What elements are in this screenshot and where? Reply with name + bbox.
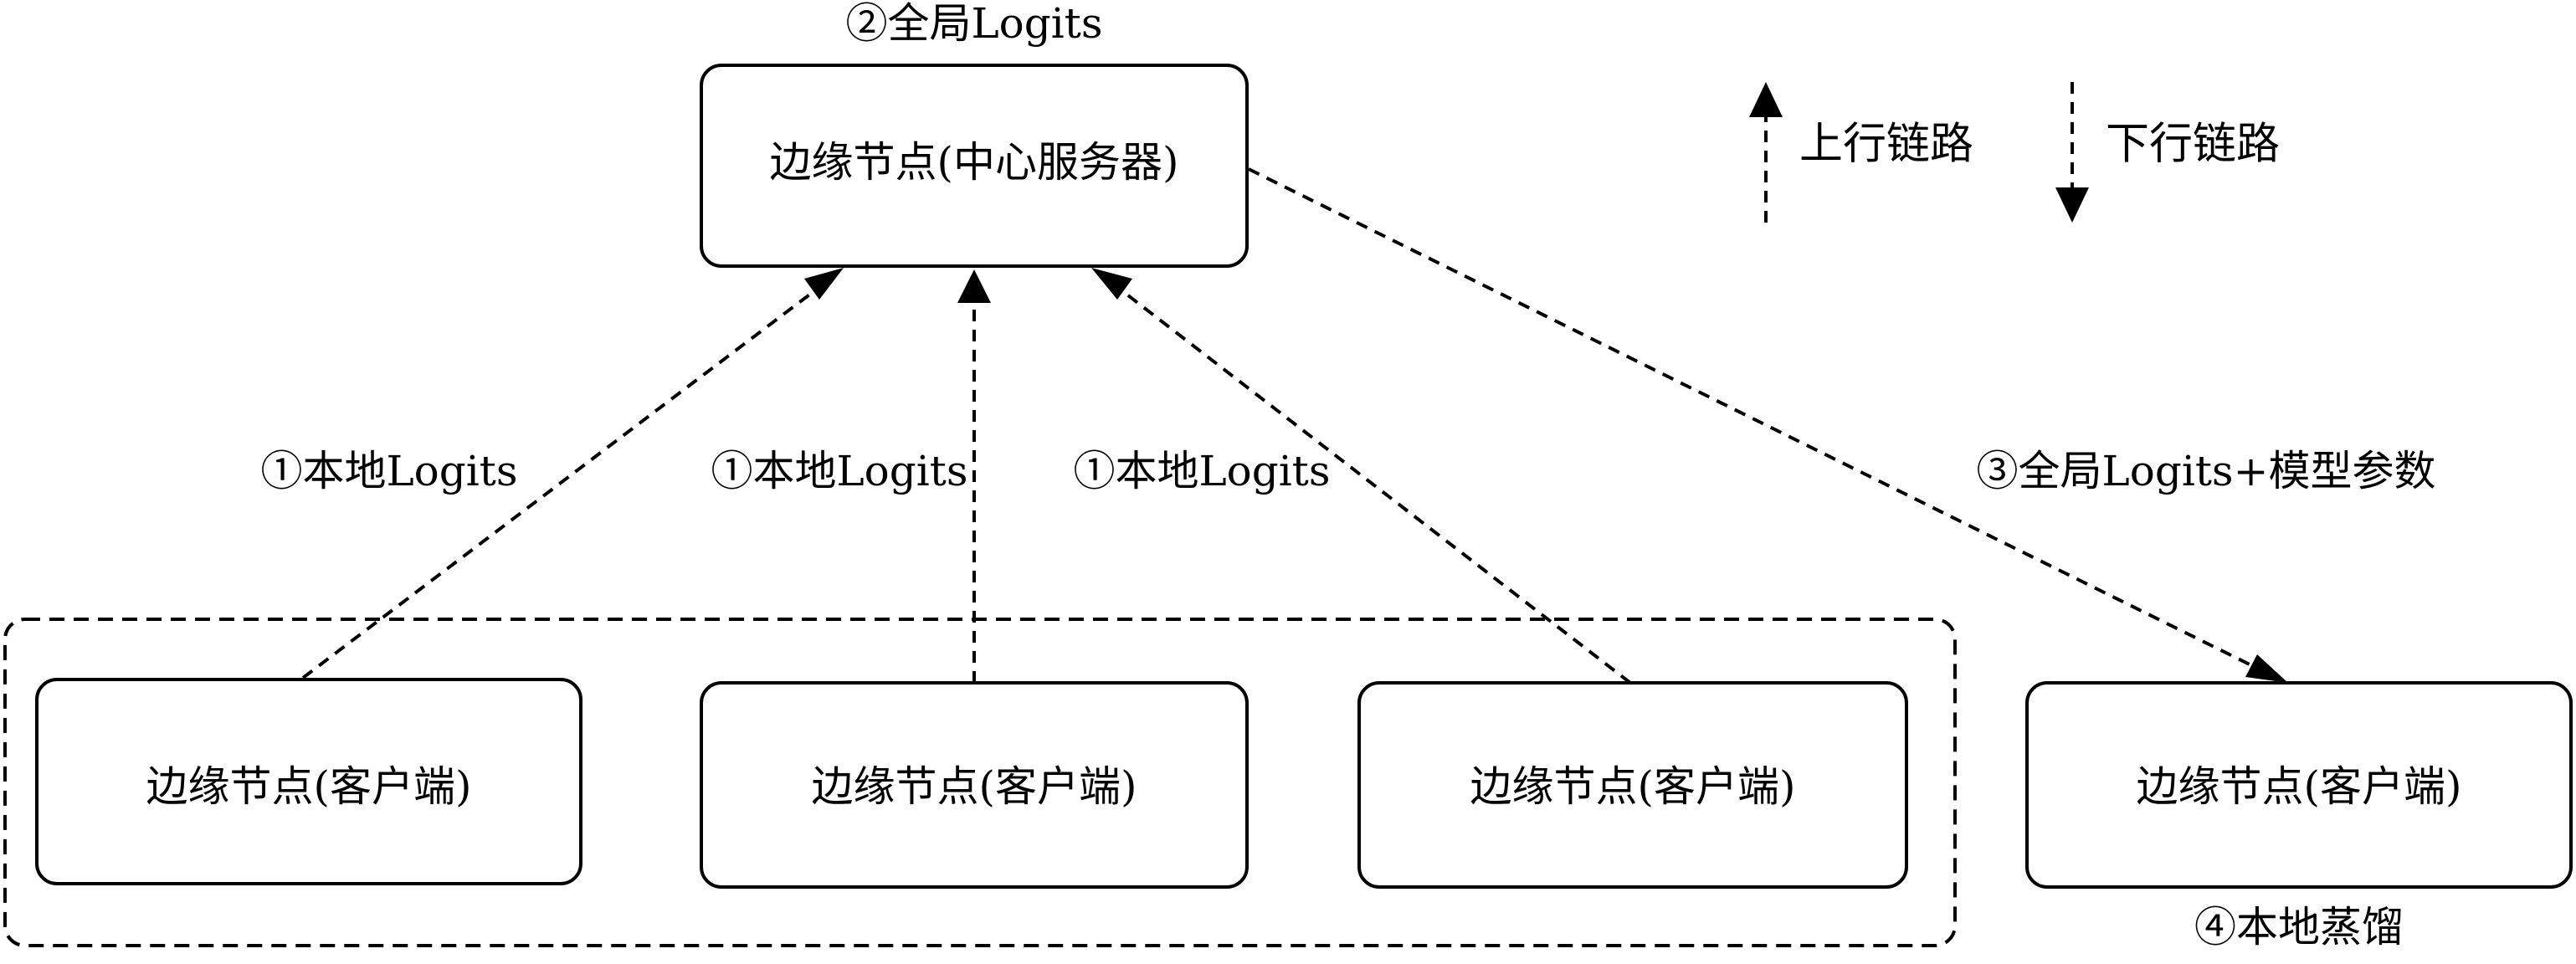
client-node-4-box xyxy=(2025,681,2573,889)
client-node-1[interactable]: 边缘节点(客户端) xyxy=(35,678,582,885)
uplink-edge-1-line xyxy=(301,291,813,679)
client-node-2-label: 边缘节点(客户端) xyxy=(811,762,1137,811)
client-node-1-label: 边缘节点(客户端) xyxy=(146,762,471,811)
legend-downlink: 下行链路 xyxy=(2055,82,2280,223)
uplink-edge-1-label: ①本地Logits xyxy=(260,447,517,495)
client-4-step-label: ④本地蒸馏 xyxy=(2194,903,2404,951)
uplink-edge-2-arrowhead xyxy=(957,269,991,303)
client-node-3-label: 边缘节点(客户端) xyxy=(1470,762,1795,811)
server-node-box xyxy=(700,64,1249,268)
legend: 上行链路 下行链路 xyxy=(1749,82,2280,223)
uplink-edge-1 xyxy=(301,268,844,679)
legend-uplink: 上行链路 xyxy=(1749,82,1973,223)
uplink-edge-3-arrowhead xyxy=(1091,268,1132,300)
downlink-edge xyxy=(1248,167,2288,683)
uplink-edge-3-line xyxy=(1123,291,1632,685)
server-node[interactable]: 边缘节点(中心服务器) xyxy=(700,64,1249,268)
uplink-edge-3-label: ①本地Logits xyxy=(1073,447,1330,495)
client-node-3-box xyxy=(1357,681,1908,889)
client-node-2[interactable]: 边缘节点(客户端) xyxy=(700,681,1249,889)
downlink-edge-arrowhead xyxy=(2245,654,2288,683)
server-node-label: 边缘节点(中心服务器) xyxy=(769,138,1178,187)
dashed-arrow-up-icon xyxy=(1749,82,1783,223)
client-node-4[interactable]: 边缘节点(客户端) xyxy=(2025,681,2573,889)
client-node-4-label: 边缘节点(客户端) xyxy=(2136,762,2461,811)
server-step-label: ②全局Logits xyxy=(845,0,1102,48)
downlink-edge-label: ③全局Logits+模型参数 xyxy=(1977,447,2436,495)
client-node-1-box xyxy=(35,678,582,885)
downlink-edge-line xyxy=(1248,167,2252,667)
uplink-edge-2 xyxy=(957,269,991,683)
legend-downlink-label: 下行链路 xyxy=(2106,120,2280,170)
dashed-arrow-down-icon xyxy=(2055,82,2089,223)
uplink-edge-1-arrowhead xyxy=(804,268,844,300)
client-group-boundary xyxy=(3,618,1957,947)
uplink-edge-3 xyxy=(1091,268,1632,685)
uplink-edge-2-label: ①本地Logits xyxy=(711,447,967,495)
legend-uplink-label: 上行链路 xyxy=(1799,120,1973,170)
client-node-3[interactable]: 边缘节点(客户端) xyxy=(1357,681,1908,889)
